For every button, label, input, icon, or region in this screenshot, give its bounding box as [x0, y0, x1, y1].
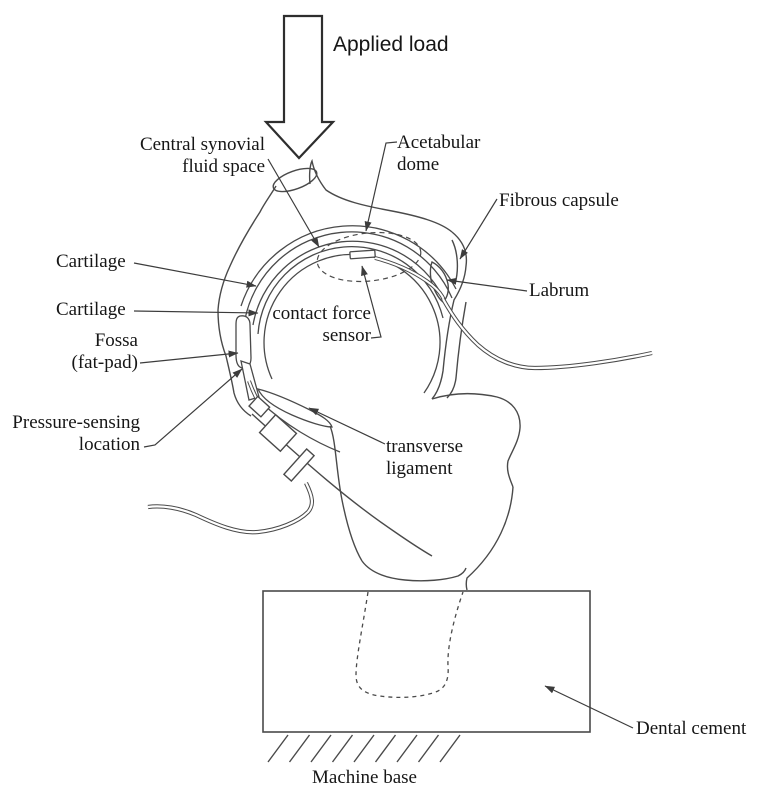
label-acetabular-dome: Acetabular dome — [397, 132, 481, 175]
leader-contact-force-sensor — [361, 265, 382, 339]
embedded-femur-dashed — [355, 591, 464, 698]
contact-sensor-cable — [441, 297, 653, 371]
label-fossa-fat-pad: Fossa (fat-pad) — [71, 330, 138, 373]
label-applied-load: Applied load — [333, 33, 449, 56]
label-dental-cement: Dental cement — [636, 718, 747, 739]
label-transverse-ligament: transverse ligament — [386, 436, 464, 479]
label-cartilage-lower: Cartilage — [56, 299, 126, 320]
label-fibrous-capsule: Fibrous capsule — [499, 190, 619, 211]
label-cartilage-upper: Cartilage — [56, 251, 126, 272]
leader-labrum — [446, 277, 528, 292]
leader-cartilage-upper — [133, 262, 257, 288]
acetabular-dome-region — [316, 231, 422, 283]
ilium-cut-surface — [272, 167, 318, 193]
transverse-ligament-shape — [256, 388, 341, 453]
acetabular-socket-arc — [240, 225, 457, 307]
femoral-cartilage-arc — [257, 246, 444, 335]
leader-lines — [133, 141, 634, 729]
leader-pressure-sensing — [143, 368, 243, 448]
leader-central-synovial — [267, 158, 320, 248]
label-labrum: Labrum — [529, 280, 590, 301]
ischium-shape — [431, 393, 521, 488]
leader-fibrous-capsule — [459, 198, 498, 260]
label-central-synovial-fluid-space: Central synovial fluid space — [139, 134, 265, 177]
label-machine-base: Machine base — [312, 767, 417, 788]
leader-transverse-ligament — [308, 407, 386, 445]
applied-load-arrow — [263, 14, 336, 160]
femur-outline — [329, 425, 514, 591]
label-pressure-sensing-location: Pressure-sensing location — [12, 412, 140, 455]
label-contact-force-sensor: contact force sensor — [272, 303, 371, 346]
contact-force-sensor-strip — [349, 249, 376, 260]
leader-fossa — [139, 350, 239, 364]
cartilage-inner-arc — [252, 240, 447, 326]
machine-base-hatching — [267, 734, 461, 763]
leader-cartilage-lower — [133, 309, 259, 317]
leader-acetabular-dome — [364, 141, 398, 232]
sensor-wires — [147, 256, 653, 535]
labrum-shape — [429, 239, 467, 399]
cartilage-outer-arc — [244, 231, 453, 320]
dental-cement-block — [262, 590, 591, 733]
leader-dental-cement — [544, 685, 634, 729]
sensor-connector — [248, 395, 316, 482]
